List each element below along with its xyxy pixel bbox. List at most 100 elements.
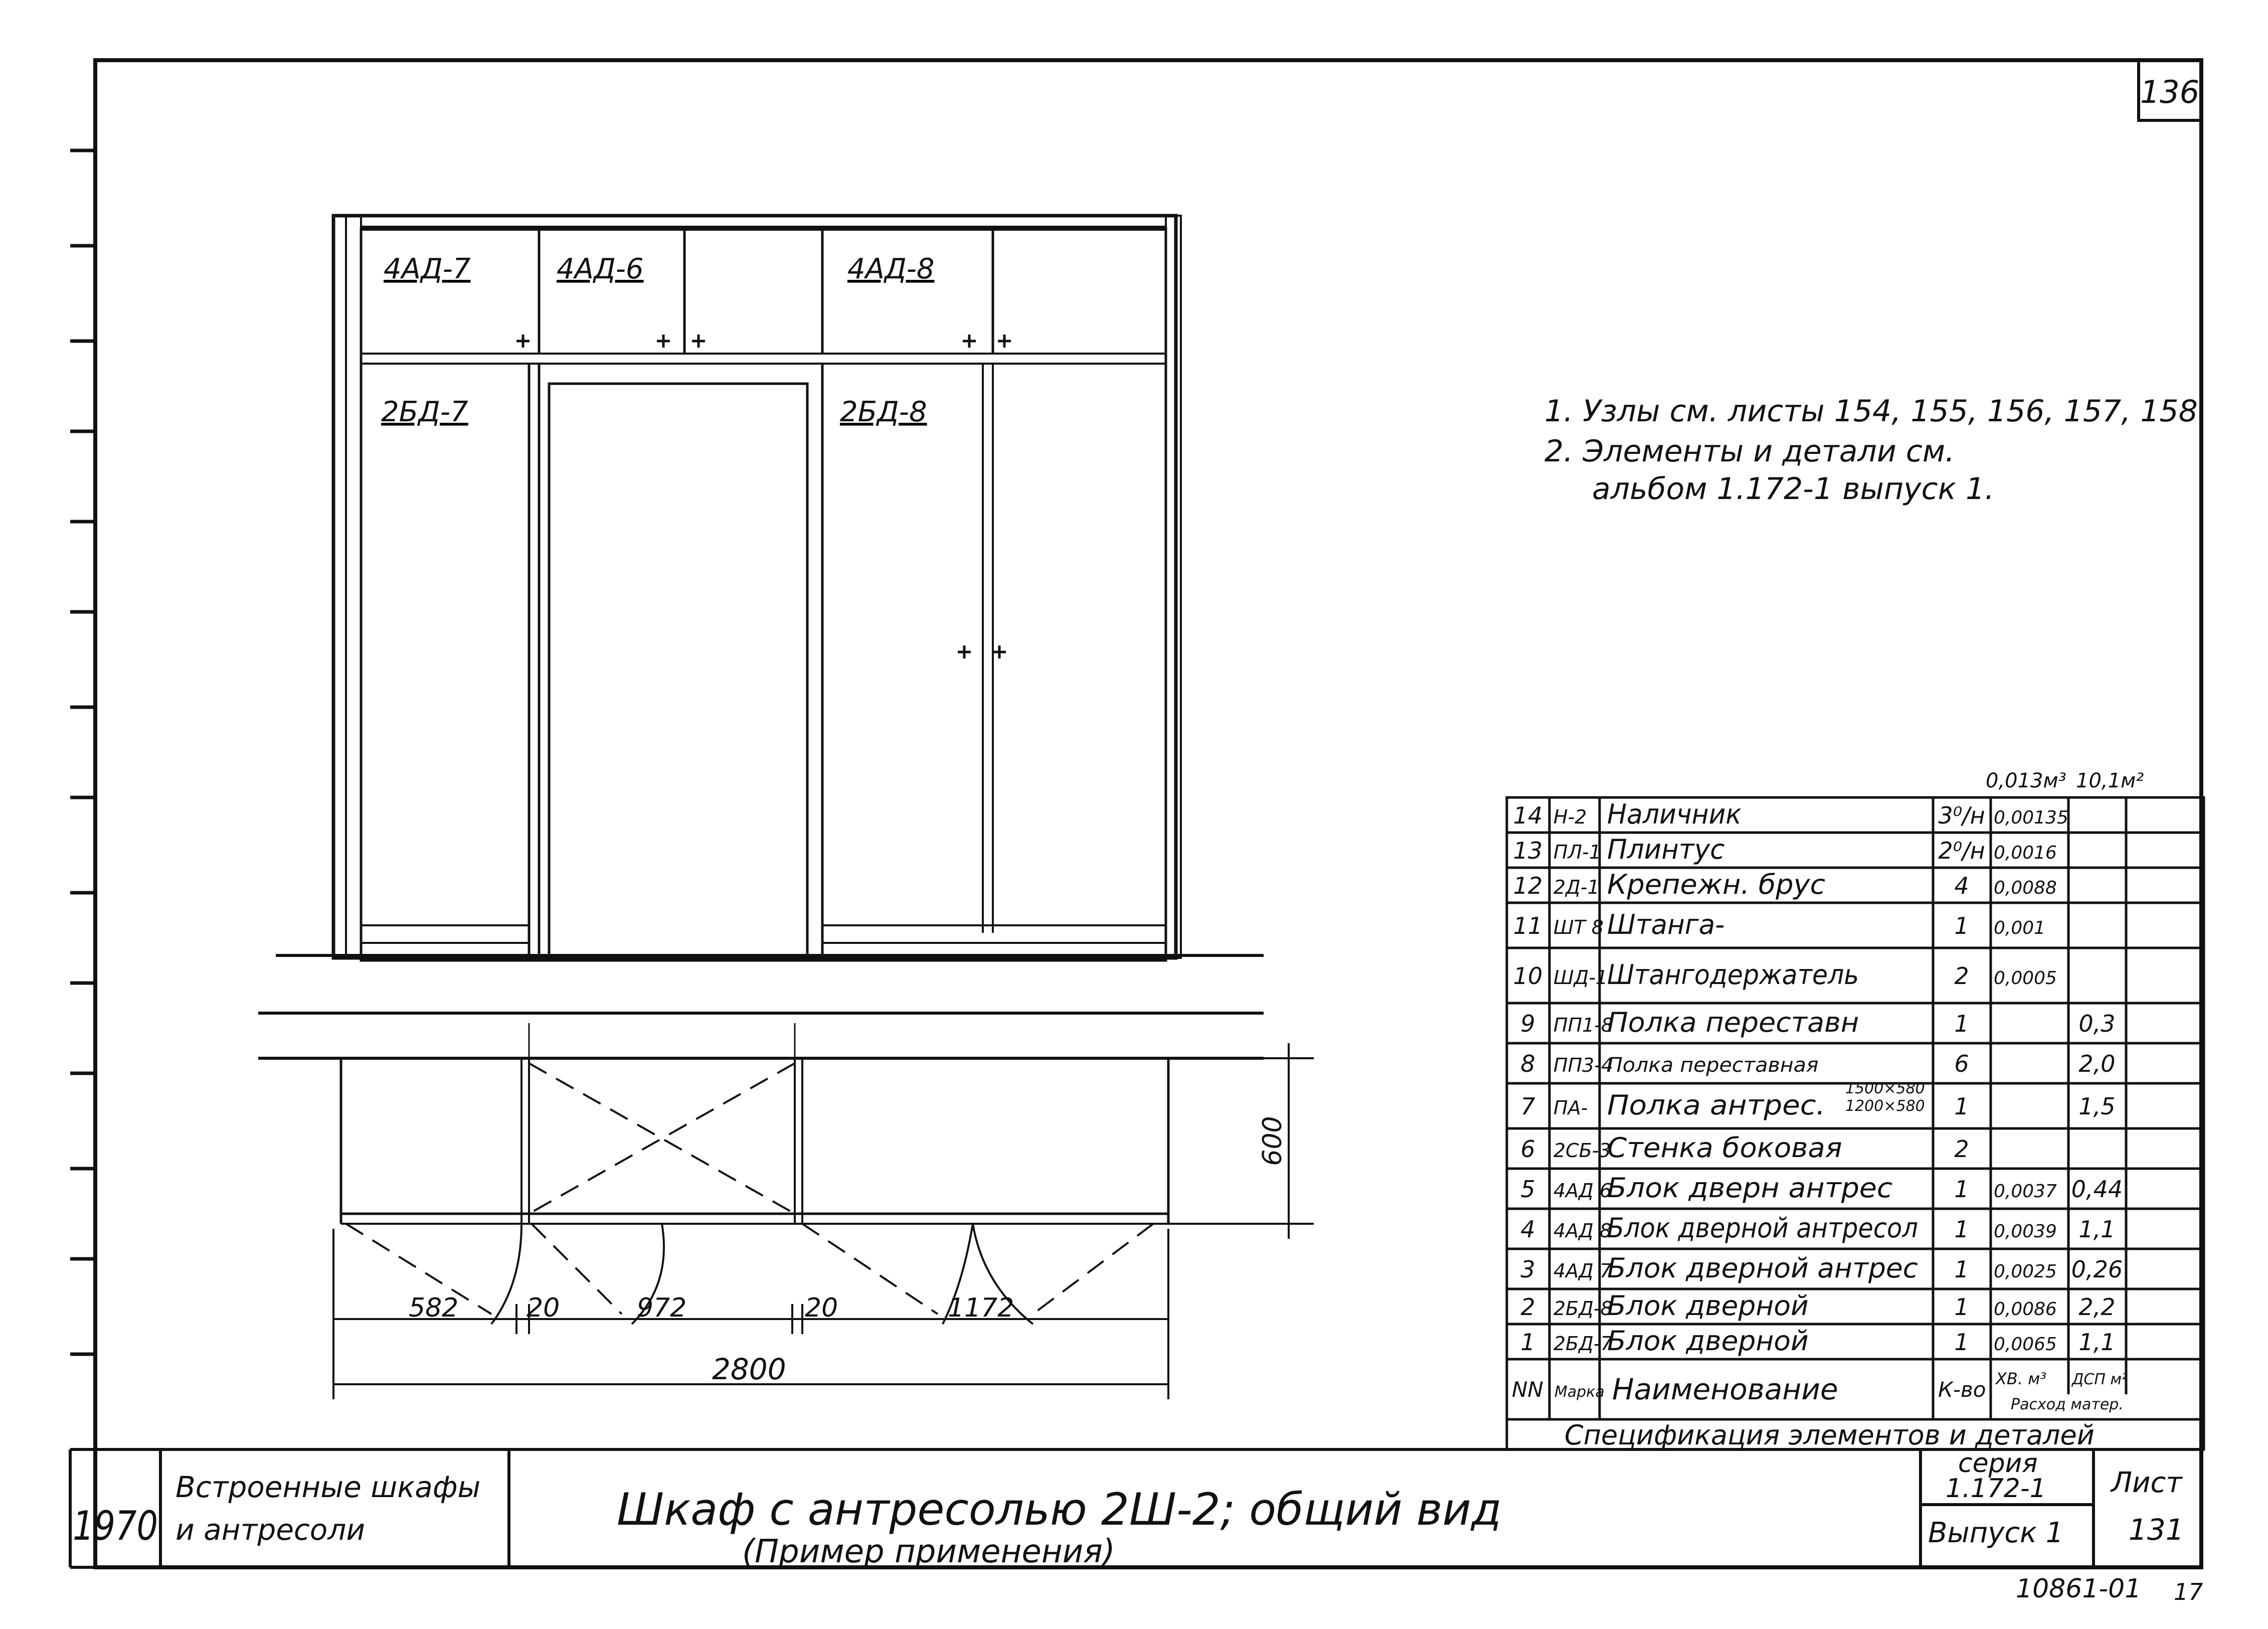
spec-cell-vol: 0,0088 [1994,878,2057,898]
sheet-frame [93,58,2203,1569]
spec-cell-mark: 2СБ-3 [1553,1139,1611,1162]
spec-cell-qty: 3⁰/н [1938,802,1985,829]
spec-cell-mark: ПП1-8 [1553,1014,1613,1036]
spec-cell-qty: 1 [1954,1329,1969,1356]
spec-cell-qty: 4 [1954,872,1969,899]
spec-cell-qty: 1 [1954,1176,1969,1203]
cabinet-plan [258,1012,1264,1325]
spec-cell-n: 2 [1520,1293,1535,1321]
title-block-grid [69,1448,2201,1569]
spec-header-qty: К-во [1938,1377,1986,1402]
sheet-number: 136 [2140,74,2199,110]
spec-cell-mark: ПЛ-1 [1553,841,1601,863]
spec-cell-vol: 0,0005 [1994,968,2057,989]
spec-header-n: NN [1512,1377,1543,1402]
drawing-subtitle: (Пример применения) [742,1533,1115,1570]
spec-cell-qty: 1 [1954,1216,1969,1243]
spec-cell-qty: 2⁰/н [1938,837,1985,864]
spec-extra-vol: 0,013м³ [1986,769,2066,792]
elevation-labels: 4АД-7 4АД-6 4АД-8 2БД-7 2БД-8 [381,253,935,428]
spec-cell-area: 1,1 [2078,1216,2115,1243]
album-line-1: Встроенные шкафы [176,1470,480,1504]
label-4ad-8: 4АД-8 [847,253,935,285]
spec-cell-name: Плинтус [1607,834,1724,865]
spec-header-area: ДСП м² [2071,1371,2128,1388]
dim-972: 972 [637,1293,686,1323]
spec-cell-mark: 2БД-7 [1553,1333,1613,1355]
spec-cell-mark: 2БД-8 [1553,1297,1613,1320]
spec-cell-mark: 4АД 7 [1553,1260,1612,1282]
note-2: 2. Элементы и детали см. [1544,434,1955,469]
spec-cell-name: Крепежн. брус [1607,869,1825,900]
spec-cell-n: 10 [1513,962,1543,990]
spec-cell-n: 5 [1520,1176,1535,1203]
spec-cell-name: Блок дверной антресол [1607,1212,1918,1244]
spec-cell-name: Стенка боковая [1607,1132,1842,1164]
spec-cell-area: 2,0 [2078,1050,2115,1077]
spec-cell-vol: 0,0016 [1994,843,2057,863]
spec-cell-n: 4 [1520,1216,1535,1243]
spec-cell-vol: 0,0065 [1994,1334,2057,1355]
spec-cell-name: Штанга- [1607,909,1724,940]
label-4ad-7: 4АД-7 [384,253,471,285]
spec-header-row: NN Марка Наименование К-во ХВ. м³ ДСП м²… [1512,1369,2128,1413]
spec-cell-name: Полка переставная [1607,1054,1819,1077]
spec-cell-mark: 2Д-1 [1553,876,1600,898]
title-block: 1970 Встроенные шкафы и антресоли Шкаф с… [73,1448,2203,1605]
spec-caption: Спецификация элементов и деталей [1564,1419,2095,1451]
spec-cell-area: 1,1 [2078,1329,2115,1356]
spec-header-vol: ХВ. м³ [1995,1369,2046,1388]
dimension-lines [332,1043,1314,1399]
sheet-value: 131 [2129,1513,2184,1547]
spec-row7-size: 1500×580 [1845,1080,1925,1097]
archive-code-2: 17 [2174,1578,2203,1605]
spec-cell-mark: ПП3-4 [1553,1054,1613,1076]
spec-cell-mark: ШД-1 [1553,966,1608,989]
spec-cell-n: 8 [1520,1050,1535,1077]
spec-cell-mark: ПА- [1553,1097,1588,1119]
spec-cell-qty: 2 [1954,962,1969,990]
dim-20-left: 20 [527,1293,560,1323]
label-4ad-6: 4АД-6 [557,253,644,285]
spec-cell-name: Блок дверной антрес [1607,1252,1918,1284]
spec-cell-name: Полка антрес. [1607,1089,1825,1121]
dim-1172: 1172 [948,1293,1014,1323]
note-1: 1. Узлы см. листы 154, 155, 156, 157, 15… [1544,394,2207,429]
spec-cell-vol: 0,0037 [1994,1181,2057,1202]
spec-cell-qty: 1 [1954,1010,1969,1037]
spec-subheader: Расход матер. [2011,1396,2124,1413]
spec-cell-qty: 1 [1954,1256,1969,1283]
spec-cell-mark: 4АД 6 [1553,1180,1612,1202]
spec-header-name: Наименование [1612,1372,1838,1406]
spec-cell-n: 1 [1520,1329,1535,1356]
spec-cell-mark: Н-2 [1553,806,1587,828]
spec-cell-mark: 4АД 8 [1553,1220,1612,1242]
spec-cell-area: 0,44 [2071,1176,2123,1203]
sheet-number-box [2137,59,2203,122]
spec-cell-name: Полка переставн [1607,1007,1859,1038]
spec-cell-n: 7 [1520,1093,1535,1120]
spec-cell-mark: ШТ 8 [1553,916,1604,938]
year: 1970 [73,1503,158,1549]
dim-600: 600 [1258,1116,1288,1166]
spec-cell-n: 14 [1513,802,1543,829]
spec-extra-area: 10,1м² [2076,769,2144,792]
spec-cell-qty: 1 [1954,1093,1969,1120]
spec-cell-area: 1,5 [2078,1093,2115,1120]
spec-cell-n: 12 [1513,872,1543,899]
spec-cell-vol: 0,0039 [1994,1221,2057,1242]
spec-cell-name: Блок дверной [1607,1290,1809,1322]
sheet-label: Лист [2110,1467,2183,1499]
archive-code: 10861-01 [2016,1574,2141,1604]
series-label: серия [1958,1448,2038,1479]
spec-cell-vol: 0,001 [1994,918,2045,938]
spec-cell-name: Штангодержатель [1607,959,1859,991]
cabinet-elevation [276,214,1264,962]
spec-row7-size: 1200×580 [1845,1097,1925,1115]
spec-cell-area: 2,2 [2078,1293,2115,1321]
spec-header-mark: Марка [1554,1383,1605,1401]
spec-cell-vol: 0,00135 [1994,807,2068,828]
spec-cell-n: 11 [1513,912,1543,939]
spec-cell-name: Блок дверной [1607,1325,1809,1357]
dim-2800: 2800 [712,1352,786,1386]
